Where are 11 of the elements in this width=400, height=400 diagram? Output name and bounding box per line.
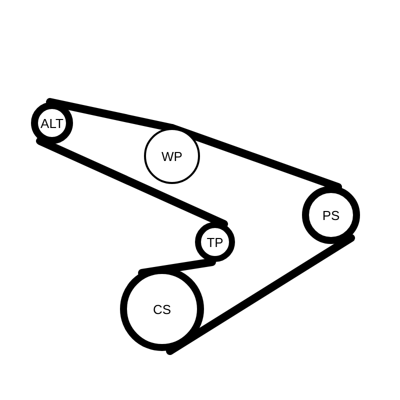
pulley-label: ALT (40, 116, 64, 130)
pulley-label: TP (206, 234, 224, 250)
belt-segment (138, 258, 216, 277)
pulley-label: WP (162, 148, 182, 164)
belt-segment (36, 137, 228, 228)
pulley-label: CS (152, 302, 172, 316)
pulley-label: PS (322, 208, 340, 222)
pulley-circle (195, 222, 235, 262)
pulley-circle (144, 128, 200, 184)
pulley-circle (31, 102, 73, 144)
belt-segment (166, 234, 355, 355)
